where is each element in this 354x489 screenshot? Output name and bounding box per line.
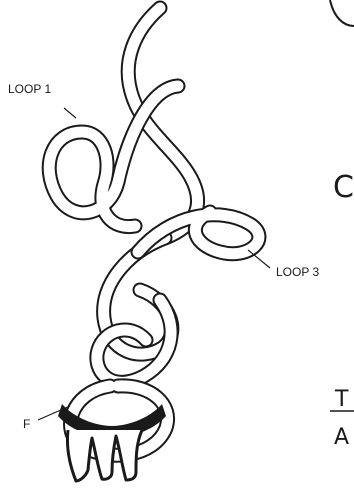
fragment-c: C [333,170,354,205]
loop-3-label: LOOP 3 [276,265,319,279]
f-label: F [23,417,30,431]
loop-1-label: LOOP 1 [8,82,51,96]
loop-1-leader-line [64,108,76,118]
fragment-a: A [334,425,349,450]
loop-3-leader-line [248,250,270,268]
loop-1-rope [49,86,178,227]
fringe-tassel [67,430,142,481]
rope [49,8,259,481]
fragment-t: T [334,387,349,412]
partial-circle-fragment [330,0,354,26]
